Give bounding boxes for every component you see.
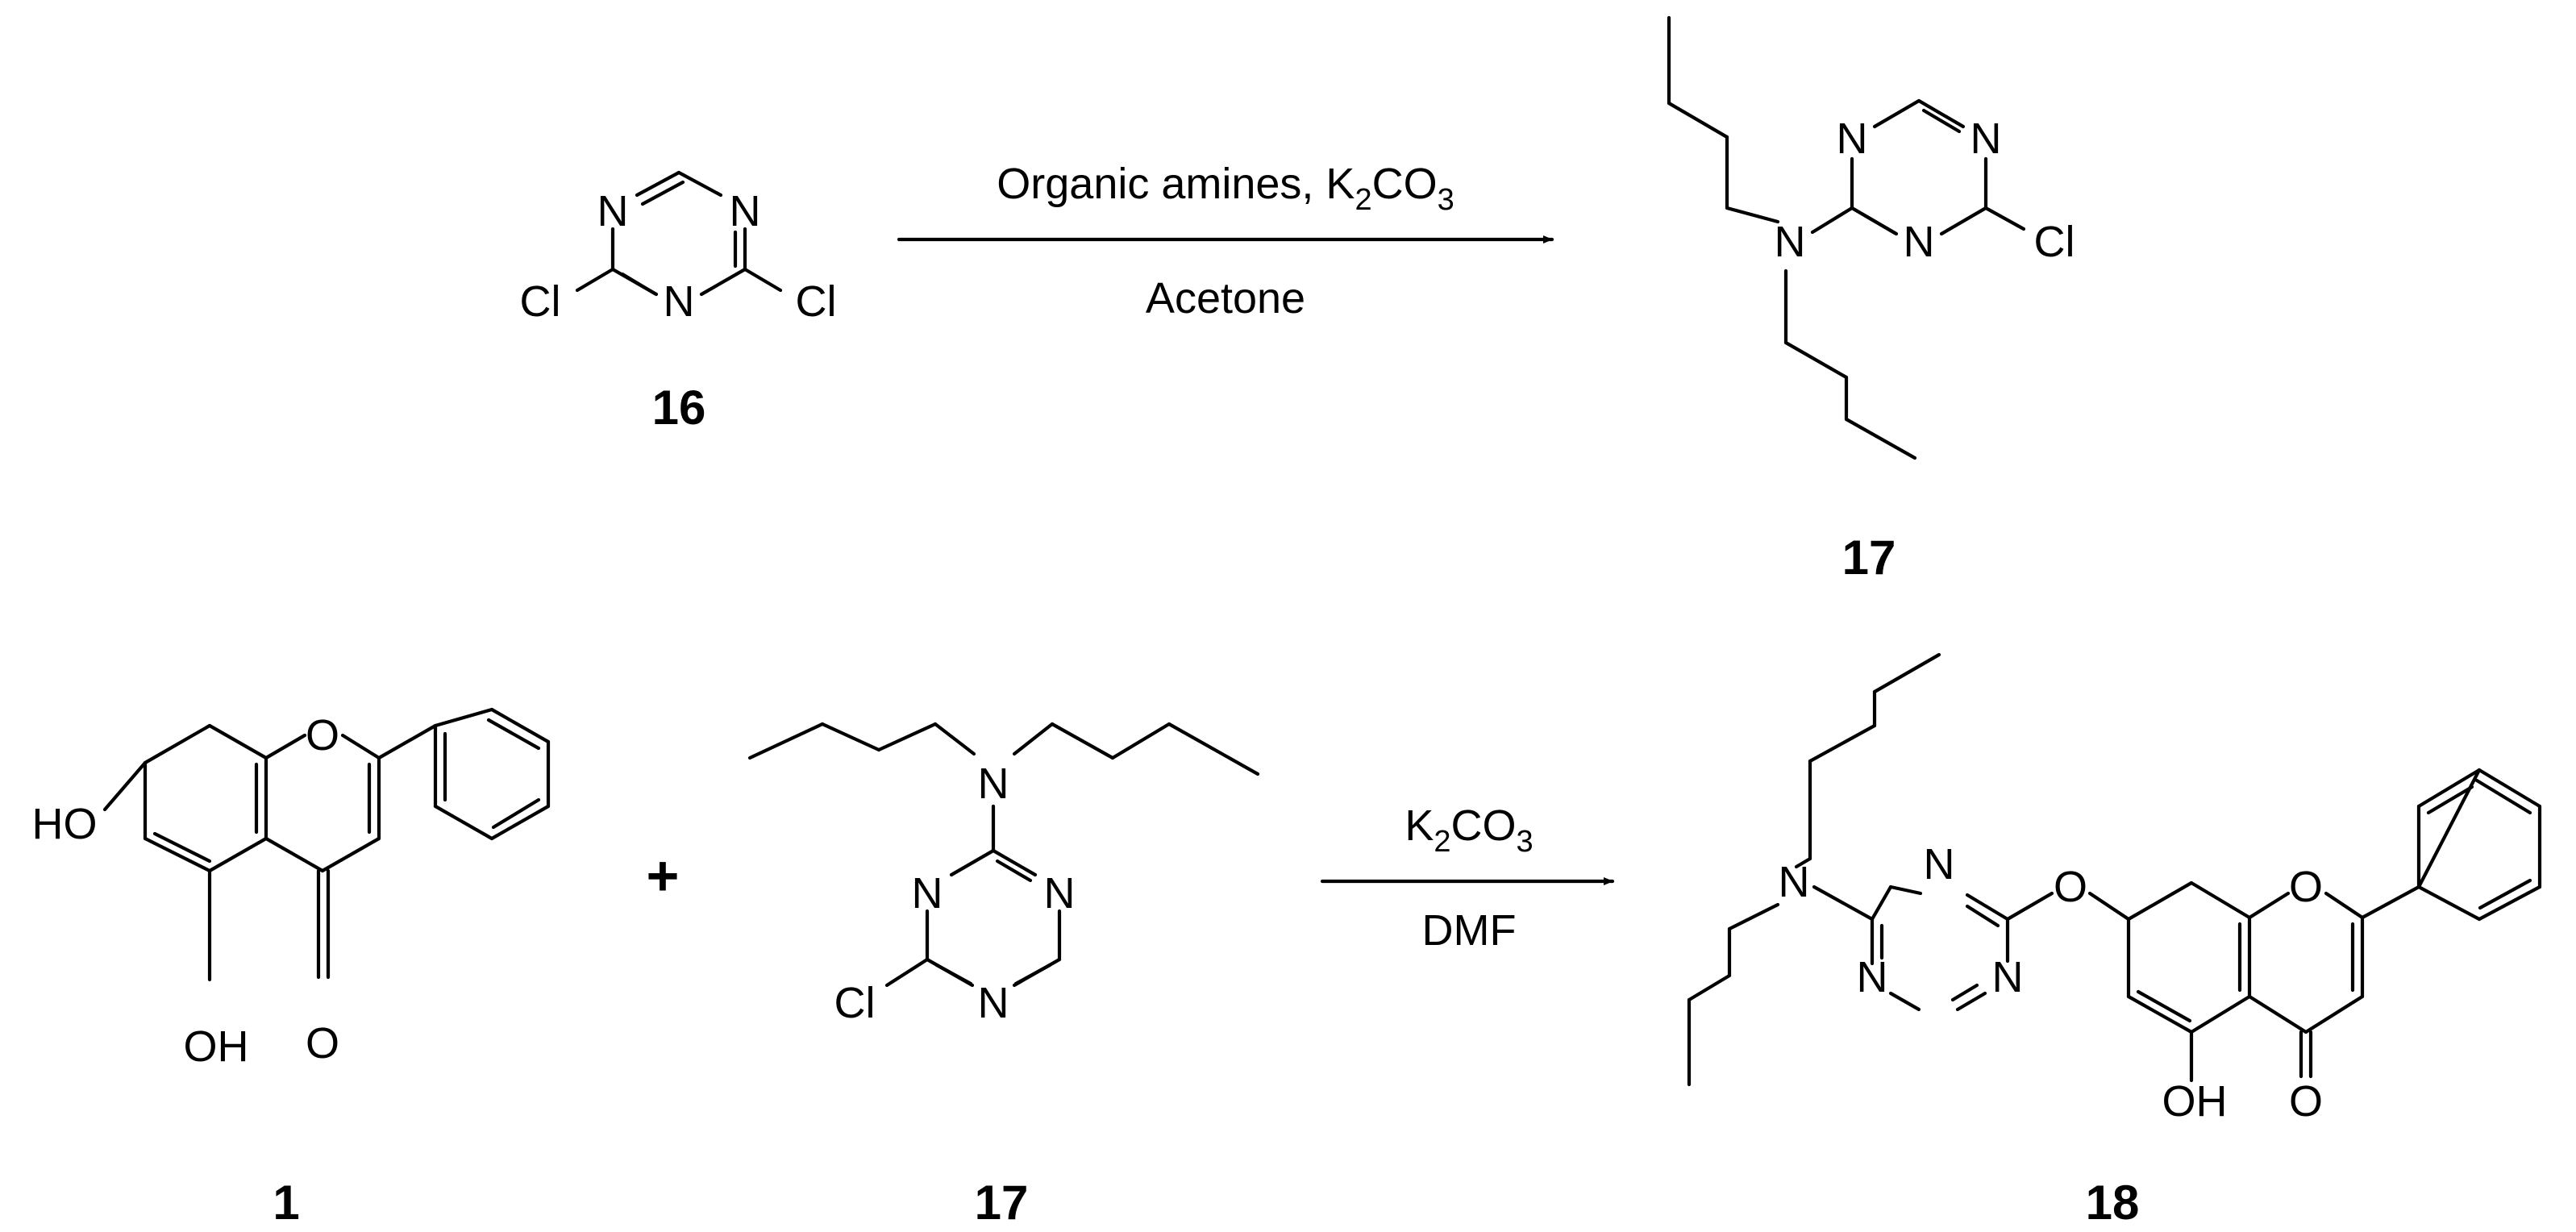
atom-n: N xyxy=(978,979,1009,1027)
compound-label-16: 16 xyxy=(652,381,706,435)
atom-n: N xyxy=(1992,953,2024,1001)
atom-n: N xyxy=(1044,869,1076,918)
conditions-reagents-1: Organic amines, K2CO3 xyxy=(997,160,1454,217)
atom-oh: OH xyxy=(2162,1077,2228,1126)
compound-17-reactant-structure: N N N N Cl xyxy=(747,722,1260,1027)
compound-16-structure: N N N Cl Cl xyxy=(520,170,837,326)
atom-n: N xyxy=(1857,953,1888,1001)
atom-n: N xyxy=(664,277,695,326)
conditions-solvent-2: DMF xyxy=(1422,906,1517,955)
compound-label-1: 1 xyxy=(273,1176,299,1230)
compound-18-structure: N N N N O O OH O xyxy=(1687,652,2542,1126)
atom-cl: Cl xyxy=(834,979,876,1027)
compound-label-18: 18 xyxy=(2086,1176,2140,1230)
atom-n: N xyxy=(1970,114,2002,163)
atom-cl: Cl xyxy=(520,277,561,326)
conditions-reagent-2: K2CO3 xyxy=(1405,801,1533,859)
compound-17-product-structure: N N N N Cl xyxy=(1667,15,2075,460)
atom-n: N xyxy=(1924,840,1955,889)
atom-cl: Cl xyxy=(2034,218,2075,266)
atom-n: N xyxy=(730,187,761,235)
compound-1-structure: HO O OH O xyxy=(32,707,551,1071)
atom-n: N xyxy=(978,760,1009,808)
atom-n: N xyxy=(1779,858,1810,906)
plus-sign: + xyxy=(647,844,680,907)
atom-o: O xyxy=(306,711,339,760)
compound-label-17: 17 xyxy=(975,1176,1029,1230)
atom-o: O xyxy=(2289,863,2323,911)
atom-n: N xyxy=(1904,218,1935,266)
atom-oh: OH xyxy=(184,1022,249,1071)
compound-label-17: 17 xyxy=(1842,531,1896,585)
atom-o: O xyxy=(306,1019,339,1068)
atom-ho: HO xyxy=(32,800,98,848)
atom-n: N xyxy=(912,869,943,918)
atom-cl: Cl xyxy=(796,277,837,326)
atom-o: O xyxy=(2054,863,2087,911)
atom-n: N xyxy=(1775,218,1806,266)
atom-n: N xyxy=(1837,114,1868,163)
atom-o: O xyxy=(2289,1077,2323,1126)
atom-n: N xyxy=(597,187,629,235)
conditions-solvent-1: Acetone xyxy=(1146,274,1305,323)
